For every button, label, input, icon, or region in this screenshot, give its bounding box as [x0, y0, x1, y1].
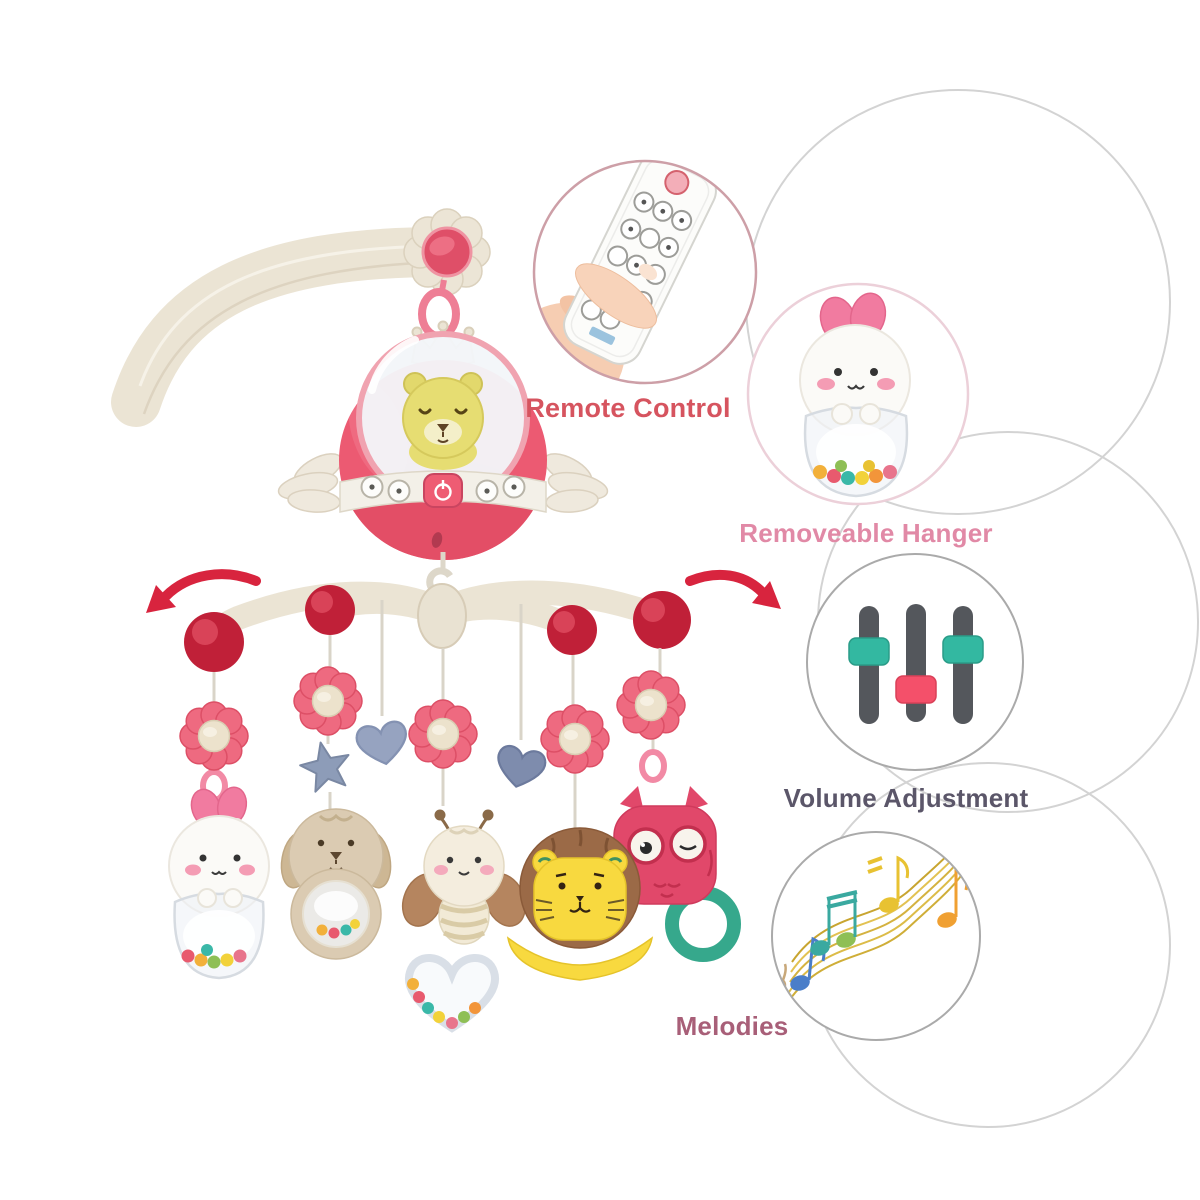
heart-charm — [355, 720, 407, 766]
control-panel — [339, 470, 547, 513]
rattle-beads — [813, 460, 897, 485]
flower-charm — [540, 704, 610, 774]
bunny-rattle-toy — [168, 786, 270, 980]
bee-rattle-toy — [401, 809, 527, 1033]
star-charm — [299, 741, 350, 793]
melodies-label: Melodies — [675, 1011, 789, 1041]
callout-ring — [771, 831, 981, 1041]
flower-charm — [293, 666, 363, 736]
heart-charm — [497, 744, 547, 788]
sleeping-bear — [402, 372, 484, 470]
rotation-arms — [146, 569, 781, 672]
volume-adjustment-label: Volume Adjustment — [783, 783, 1029, 813]
puppy-rattle-toy — [280, 808, 392, 960]
bunny-rattle-icon — [799, 292, 911, 498]
arm-flower — [403, 208, 491, 296]
flower-charm — [179, 701, 249, 771]
flower-charm — [616, 670, 686, 740]
clear-dome — [356, 331, 530, 505]
rattle-beads — [181, 944, 247, 969]
lion-rattle-toy — [506, 827, 654, 981]
callout-removeable-hanger — [746, 282, 970, 506]
rattle-beads — [316, 919, 360, 939]
music-box-unit — [277, 331, 609, 560]
rotation-ball — [184, 585, 691, 672]
callout-ring — [532, 159, 758, 385]
rotation-arrow-left-icon — [146, 569, 261, 613]
side-wing-right — [543, 453, 609, 513]
callout-ring — [746, 282, 970, 506]
remote-control-label: Remote Control — [525, 393, 731, 423]
mobile-arm — [111, 227, 467, 427]
rotation-arrow-right-icon — [685, 569, 781, 609]
side-wing-left — [277, 453, 343, 513]
callout-volume-adjustment — [806, 553, 1024, 771]
volume-sliders-icon — [848, 604, 984, 724]
toy-hook — [639, 749, 667, 783]
rattle-beads — [407, 978, 481, 1029]
callout-melodies — [771, 831, 981, 1041]
owl-teether-toy — [613, 786, 741, 962]
flower-charm — [408, 699, 478, 769]
callout-ring — [806, 553, 1024, 771]
rotation-hub — [417, 583, 467, 649]
power-button — [423, 473, 463, 508]
removeable-hanger-label: Removeable Hanger — [739, 518, 993, 548]
